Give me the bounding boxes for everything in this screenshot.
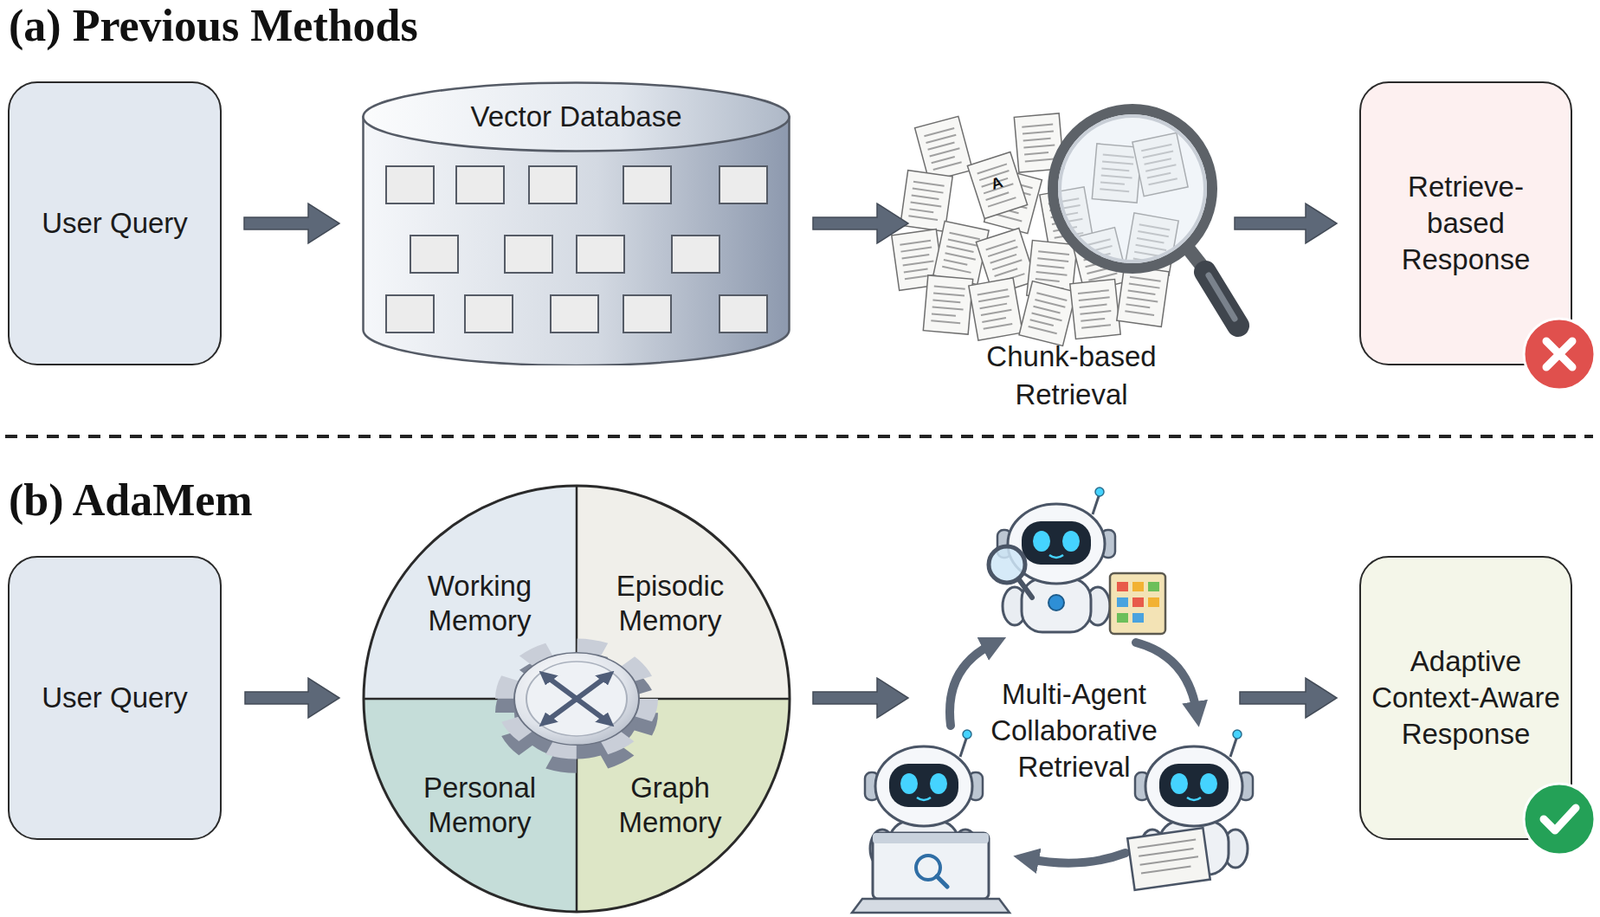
vector-chunk	[529, 166, 577, 204]
dashboard-tablet	[1116, 597, 1129, 607]
vector-chunk	[456, 166, 504, 204]
text-holder: Vector Database	[361, 98, 791, 136]
dashboard-tablet	[1109, 573, 1166, 634]
node-text: Episodic Memory	[600, 568, 740, 639]
query-box: User Query	[7, 555, 222, 840]
laptop	[936, 876, 948, 887]
router-gear	[507, 647, 646, 765]
document-pile	[968, 277, 1023, 341]
document-pile	[922, 275, 973, 335]
agent-cluster: Multi-Agent Collaborative Retrieval	[930, 497, 1218, 905]
response-box: Retrieve-based Response	[1359, 81, 1573, 366]
reading-papers	[1127, 827, 1210, 891]
section-heading: (b) AdaMem	[8, 474, 253, 527]
laptop	[872, 832, 989, 844]
arrow-shape	[1234, 203, 1337, 244]
dashboard-tablet	[1148, 597, 1160, 607]
database-cylinder: Vector Database	[361, 81, 791, 366]
agent-cycle-arrows	[1028, 852, 1126, 864]
flow-arrow	[244, 203, 340, 244]
node-text: Working Memory	[410, 568, 549, 639]
document-pile	[915, 116, 974, 181]
search-lens	[988, 546, 1033, 598]
robot-agents	[851, 487, 1253, 913]
cylinder-body	[363, 116, 790, 366]
router-gear	[507, 647, 646, 750]
vector-chunk	[671, 235, 720, 273]
magnifying-glass	[1052, 109, 1239, 326]
node-text: Adaptive Context-Aware Response	[1367, 643, 1565, 753]
section-divider	[5, 434, 1594, 439]
reading-papers	[1127, 827, 1210, 891]
dashboard-tablet	[1116, 612, 1129, 623]
vector-chunk	[719, 295, 768, 333]
laptop	[851, 898, 1010, 913]
dashboard-tablet	[1132, 581, 1144, 592]
text-holder: Multi-Agent Collaborative Retrieval	[974, 676, 1175, 786]
node-text: Vector Database	[361, 98, 791, 136]
vector-chunk	[464, 295, 513, 333]
dashboard-tablet	[1132, 612, 1144, 623]
vector-chunk	[386, 295, 434, 333]
magnifying-glass	[1059, 116, 1206, 262]
response-box: Adaptive Context-Aware Response	[1359, 555, 1573, 840]
text-holder: Chunk-based Retrieval	[950, 337, 1194, 414]
vector-chunk	[504, 235, 553, 273]
node-text: Graph Memory	[600, 770, 740, 840]
flow-arrow	[812, 677, 909, 718]
router-gear	[514, 652, 639, 746]
node-text: Retrieve-based Response	[1387, 168, 1545, 278]
flow-arrow	[812, 203, 909, 244]
flow-arrow	[1239, 677, 1337, 718]
node-text: User Query	[41, 679, 188, 717]
memory-quadrant: Graph Memory	[600, 768, 740, 842]
magnifying-glass	[1205, 271, 1239, 326]
search-lens	[988, 546, 1026, 583]
arrow-shape	[244, 203, 340, 244]
vector-chunk	[550, 295, 599, 333]
vector-chunk	[576, 235, 625, 273]
document-pile	[1116, 265, 1169, 328]
dashboard-tablet	[1148, 581, 1160, 592]
retrieval-illustration: Chunk-based Retrieval	[930, 102, 1213, 412]
memory-quadrant: Personal Memory	[410, 768, 549, 842]
arrow-shape	[1239, 677, 1337, 718]
memory-circle	[363, 485, 790, 912]
section-heading: (a) Previous Methods	[8, 0, 419, 52]
vector-chunk	[410, 235, 459, 273]
router-gear	[526, 661, 627, 736]
magnifying-glass	[1208, 275, 1235, 319]
node-text: Multi-Agent Collaborative Retrieval	[974, 676, 1175, 786]
router-gear	[545, 675, 608, 722]
query-box: User Query	[7, 81, 222, 366]
dashboard-tablet	[1132, 597, 1144, 607]
dashboard-tablet	[1109, 573, 1166, 634]
node-text: User Query	[41, 205, 188, 242]
agent-cycle-arrows	[949, 642, 1197, 864]
node-text: Personal Memory	[410, 770, 549, 840]
document-pile	[967, 152, 1027, 220]
router-gear	[545, 675, 608, 722]
vector-chunk	[719, 166, 768, 204]
memory-circle	[363, 485, 790, 912]
flow-arrow	[245, 677, 340, 718]
reading-papers	[1137, 838, 1200, 873]
node-text: Chunk-based Retrieval	[950, 337, 1194, 414]
laptop	[851, 832, 1010, 913]
agent-cycle-arrows	[949, 644, 993, 726]
document-pile	[1019, 281, 1077, 347]
search-lens	[1018, 578, 1033, 598]
document-pile	[1070, 278, 1121, 339]
vector-chunk	[623, 166, 671, 204]
reading-papers	[1127, 827, 1210, 891]
dashboard-tablet	[1116, 581, 1129, 592]
arrow-shape	[812, 203, 909, 244]
memory-quadrant: Episodic Memory	[600, 567, 740, 640]
vector-chunk	[386, 166, 434, 204]
memory-quadrant: Working Memory	[410, 567, 549, 640]
vector-chunk	[623, 295, 671, 333]
flow-arrow	[1234, 203, 1337, 244]
laptop	[872, 832, 989, 899]
